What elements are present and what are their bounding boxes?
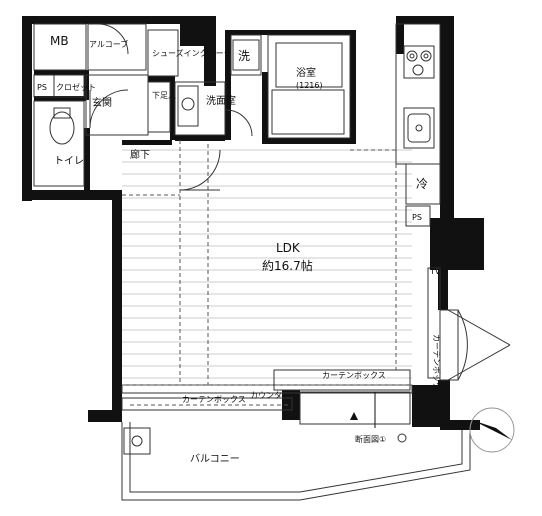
label-entrance: 玄関 [92, 96, 112, 109]
label-balcony: バルコニー [190, 453, 240, 465]
label-ps-entry: PS [37, 83, 47, 92]
label-section: 断面図① [355, 434, 386, 444]
label-bath: 浴室 [296, 66, 316, 79]
label-washer: 洗 [238, 49, 250, 63]
label-curtain-box-1: カーテンボックス [182, 395, 246, 404]
compass [469, 407, 515, 453]
doors [89, 23, 511, 381]
ldk-floor [122, 145, 412, 385]
stove [406, 50, 432, 76]
label-counter: カウンター [250, 391, 290, 400]
label-tv: TV [429, 267, 441, 276]
label-closet: クロゼット [56, 82, 96, 92]
kitchen-sink [407, 113, 431, 143]
washbasin-fixture [177, 85, 199, 127]
section-marker [350, 392, 407, 443]
room-outlines [33, 23, 441, 425]
label-curtain-box-2: カーテンボックス [322, 371, 386, 380]
toilet-fixture [49, 107, 75, 145]
interior-walls [34, 24, 404, 190]
label-ps-kitchen: PS [412, 213, 422, 222]
label-fridge: 冷 [416, 177, 428, 191]
label-alcove: アルコーブ [89, 39, 128, 49]
label-hallway: 廊下 [130, 148, 150, 161]
balcony [121, 422, 471, 501]
dashed-lines [122, 140, 412, 406]
label-curtain-box-3: カーテンボックス [432, 334, 441, 398]
label-toilet: トイレ [54, 156, 84, 167]
label-ldk-size: 約16.7帖 [262, 258, 313, 273]
label-bath-size: (1216) [296, 81, 323, 90]
label-shoe-closet: シューズインクローク [152, 48, 232, 58]
washer-area [232, 39, 260, 71]
label-ldk: LDK [276, 241, 301, 255]
exterior-walls [22, 16, 484, 430]
label-shoe-step: 下足入 [152, 91, 176, 100]
label-mb: MB [50, 34, 69, 48]
label-washroom: 洗面室 [206, 94, 236, 107]
